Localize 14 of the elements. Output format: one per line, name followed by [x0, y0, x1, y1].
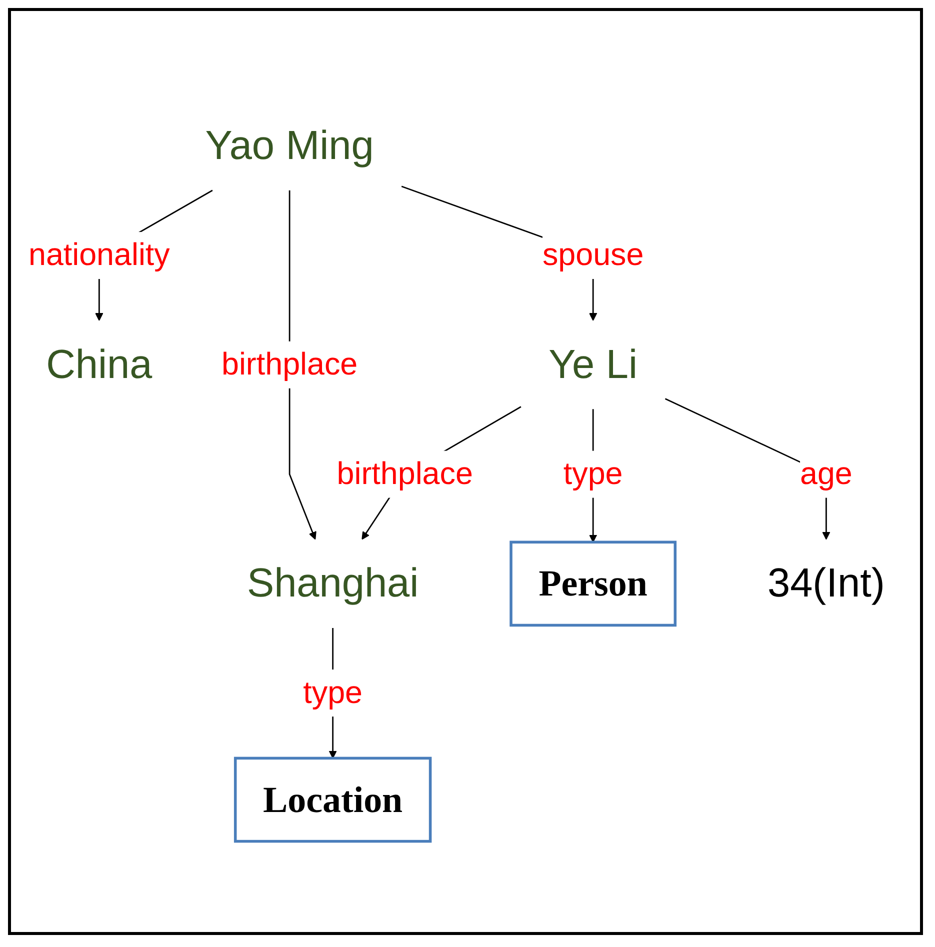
- node-text: Shanghai: [246, 560, 419, 606]
- node-box: Person: [510, 540, 677, 627]
- node-text: 34(Int): [767, 560, 885, 606]
- edge-label: birthplace: [221, 346, 358, 382]
- node-text: China: [46, 342, 152, 388]
- edge-label: nationality: [28, 237, 170, 273]
- edge-label: spouse: [542, 237, 644, 273]
- edge-label: age: [800, 456, 852, 492]
- edge-label: type: [563, 456, 623, 492]
- node-box: Location: [234, 756, 432, 843]
- edge-label: birthplace: [336, 456, 473, 492]
- node-text: Ye Li: [548, 342, 638, 388]
- edge-label: type: [303, 675, 362, 710]
- node-text: Yao Ming: [205, 122, 374, 168]
